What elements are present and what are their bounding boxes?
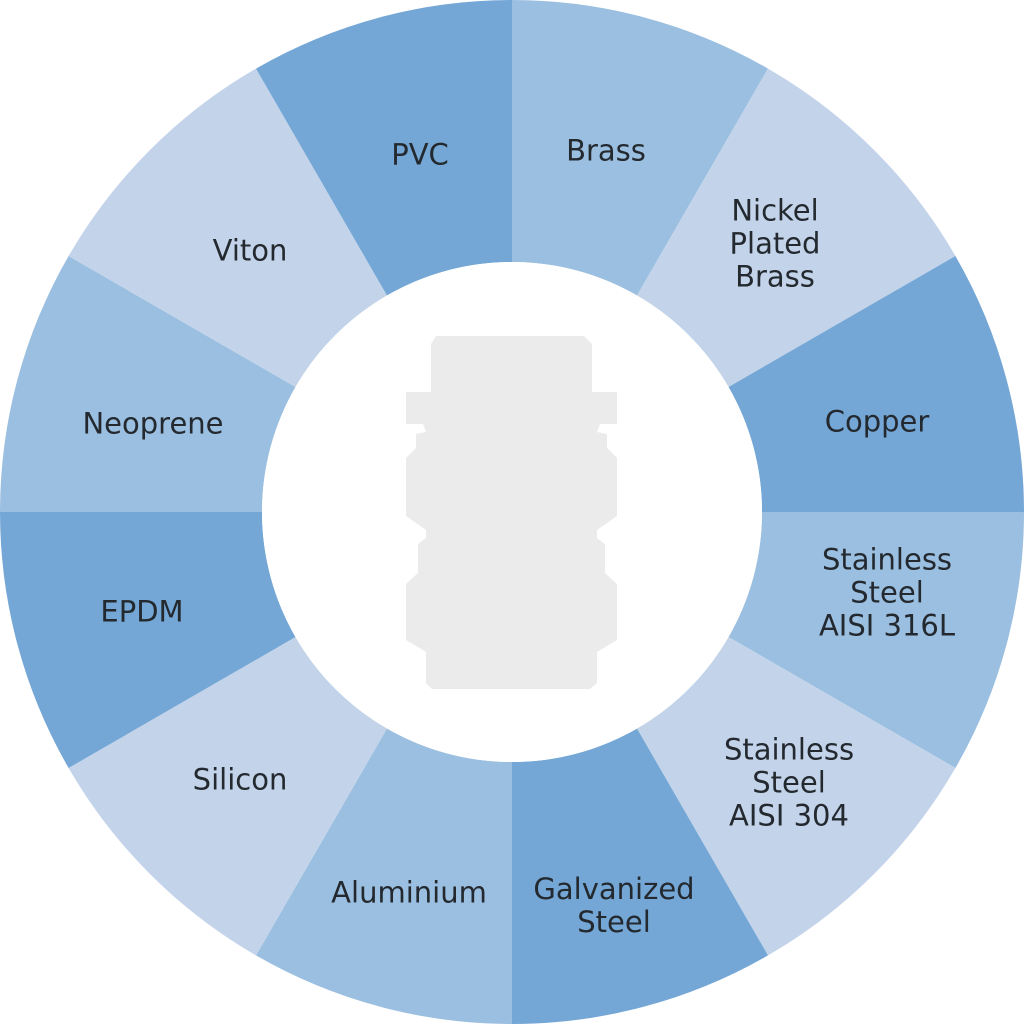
segment-pvc [256,0,512,296]
label-line: EPDM [100,594,184,629]
segment-galvanized-steel [512,728,768,1024]
label-viton: Viton [212,233,288,268]
segment-silicon [68,637,387,956]
segment-stainless-steel-aisi-304 [637,637,956,956]
label-line: Nickel [731,193,819,228]
segment-neoprene [0,256,296,512]
label-line: Plated [729,226,821,261]
label-line: Galvanized [533,872,695,906]
segment-viton [68,68,387,387]
label-line: Copper [824,404,930,439]
center-circle [262,262,762,762]
label-epdm: EPDM [100,594,184,629]
label-line: Steel [752,765,826,800]
label-line: Brass [566,133,646,168]
label-line: Aluminium [331,875,487,910]
segment-epdm [0,512,296,768]
label-line: Neoprene [82,406,224,441]
label-aluminium: Aluminium [331,875,487,910]
segment-copper [728,256,1024,512]
label-pvc: PVC [391,137,449,172]
label-line: Brass [735,259,815,294]
label-line: Silicon [192,762,288,797]
label-line: PVC [391,137,449,172]
label-brass: Brass [566,133,646,168]
segment-aluminium [256,728,512,1024]
segment-stainless-steel-aisi-316l [728,512,1024,768]
label-copper: Copper [824,404,930,439]
label-line: Steel [850,575,924,610]
label-line: AISI 304 [729,798,849,833]
label-line: AISI 316L [818,608,956,643]
label-line: Stainless [821,542,953,577]
label-line: Steel [577,905,651,939]
label-line: Stainless [723,732,855,767]
label-silicon: Silicon [192,762,288,797]
label-neoprene: Neoprene [82,406,224,441]
segment-nickel-plated-brass [637,68,956,387]
segment-brass [512,0,768,296]
label-line: Viton [212,233,288,268]
